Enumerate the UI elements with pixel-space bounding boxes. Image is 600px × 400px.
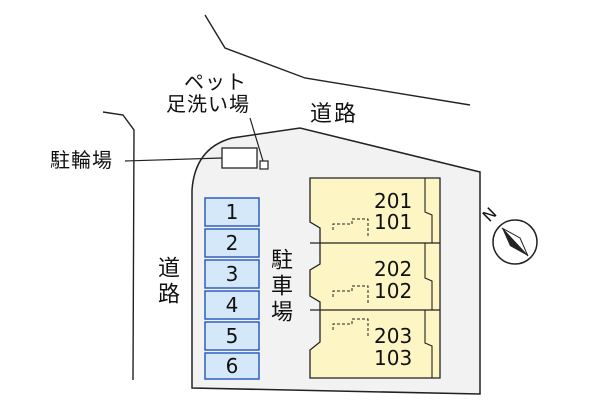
parking-space [204,290,260,320]
building-outline [309,177,441,379]
apartment-building [309,177,441,379]
parking-space [204,352,260,380]
unit-number-lower: 102 [374,279,413,303]
bicycle-parking-label: 駐輪場 [50,148,113,172]
balcony-strip [424,243,433,310]
pet-footwash-label-line1: ペット [184,70,247,94]
parking-lot-label: 駐車場 [267,248,292,326]
pet-footwash-label-line2: 足洗い場 [166,92,250,116]
bicycle-parking-shed [221,147,258,169]
unit-number-upper: 202 [374,257,413,281]
parking-space [204,321,260,351]
balcony-strip [424,310,433,378]
unit-number-lower: 103 [374,346,413,370]
unit-number-upper: 201 [374,189,413,213]
pet-footwash-box [259,160,269,170]
compass-needle-tail [501,227,529,257]
parking-space [204,228,260,258]
road-edge-top [204,14,471,106]
parking-spaces [204,197,260,380]
pet-footwash-leader-line [249,117,264,162]
parking-space-number: 5 [225,324,239,348]
road-top-label: 道路 [310,102,359,127]
parking-space [204,259,260,289]
road-edge-left [102,111,135,381]
stair-dashed [332,285,369,303]
unit-number-upper: 203 [374,324,413,348]
stair-dashed [332,318,369,336]
unit-number-lower: 101 [374,210,413,234]
parking-space-number: 6 [225,354,239,378]
north-compass [492,219,538,265]
parking-space-number: 1 [225,200,239,224]
stair-dashed [332,218,369,236]
balcony-strip [424,178,433,243]
parking-space [204,197,260,227]
parking-space-number: 3 [225,262,239,286]
bicycle-leader-line [124,157,223,162]
parking-space-number: 4 [225,293,239,317]
parking-space-number: 2 [225,231,239,255]
road-left-label: 道路 [154,256,179,308]
